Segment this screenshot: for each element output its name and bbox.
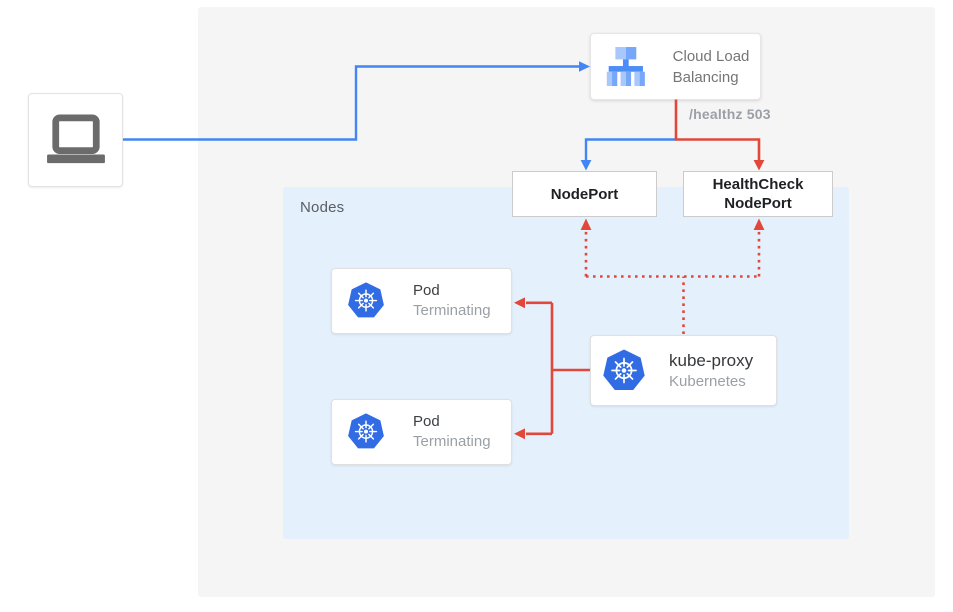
cloud-load-balancing-node: Cloud Load Balancing (590, 33, 761, 100)
pod-status: Terminating (413, 433, 491, 450)
cloud-load-balancing-label: Cloud Load Balancing (672, 47, 750, 86)
kube-proxy-node: kube-proxy Kubernetes (590, 335, 777, 406)
healthcheck-nodeport-node: HealthCheck NodePort (683, 171, 833, 217)
healthz-status-label: /healthz 503 (689, 106, 771, 122)
pod-terminating-node-1: Pod Terminating (331, 268, 512, 334)
kubernetes-icon (348, 282, 384, 318)
kubernetes-icon (348, 413, 384, 449)
healthcheck-nodeport-label: HealthCheck NodePort (712, 176, 804, 212)
client-node (28, 93, 123, 187)
kube-proxy-title: kube-proxy (669, 351, 754, 370)
pod-title: Pod (413, 413, 440, 430)
nodes-panel-label: Nodes (300, 199, 345, 216)
kube-proxy-subtitle: Kubernetes (669, 373, 746, 390)
pod-title: Pod (413, 282, 440, 299)
cloud-load-balancing-icon (606, 46, 645, 86)
laptop-icon (46, 114, 105, 164)
nodeport-label: NodePort (550, 185, 619, 203)
kubernetes-icon (603, 349, 645, 390)
pod-status: Terminating (413, 302, 491, 319)
nodeport-node: NodePort (512, 171, 657, 217)
pod-terminating-node-2: Pod Terminating (331, 399, 512, 465)
